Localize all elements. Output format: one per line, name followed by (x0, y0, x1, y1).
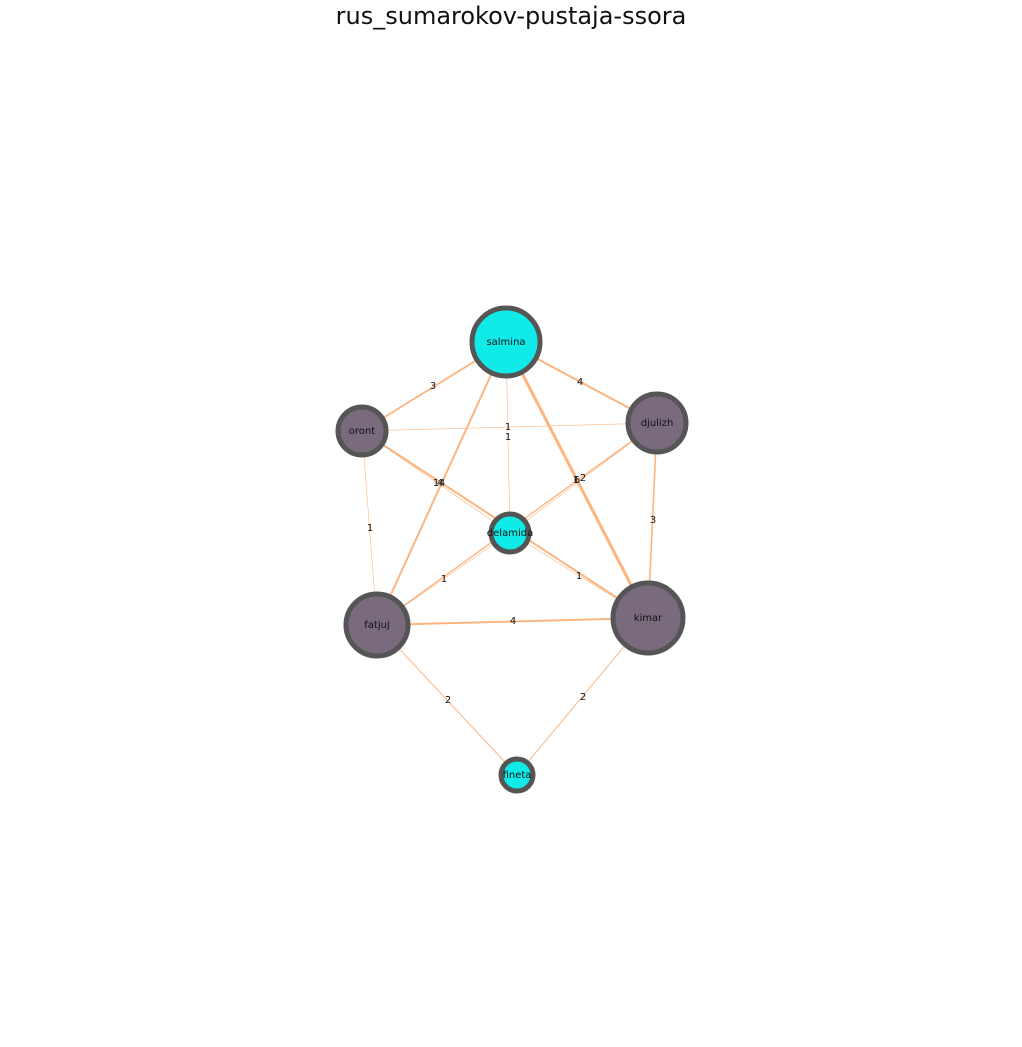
graph-title: rus_sumarokov-pustaja-ssora (335, 2, 687, 30)
edge-label-oront-djulizh: 1 (505, 432, 511, 443)
node-label-kimar: kimar (634, 613, 663, 624)
node-delamida[interactable]: delamida (487, 511, 533, 555)
node-label-djulizh: djulizh (641, 418, 674, 429)
node-kimar[interactable]: kimar (610, 580, 686, 656)
node-fineta[interactable]: fineta (498, 756, 536, 794)
node-circle-kimar[interactable] (610, 580, 686, 656)
node-salmina[interactable]: salmina (469, 305, 543, 379)
edges-layer (361, 340, 658, 776)
node-label-delamida: delamida (487, 528, 533, 539)
edge-fatjuj-fineta (376, 624, 518, 776)
edge-label-salmina-kimar: 6 (574, 475, 580, 486)
edge-label-salmina-fatjuj: 4 (439, 478, 445, 489)
edge-label-oront-fatjuj: 1 (367, 523, 373, 534)
edge-label-oront-kimar: 4 (437, 478, 443, 489)
edge-label-djulizh-kimar: 3 (650, 515, 656, 526)
node-circle-oront[interactable] (335, 404, 389, 458)
edge-label-djulizh-fatjuj: 2 (580, 473, 586, 484)
node-fatjuj[interactable]: fatjuj (343, 591, 411, 659)
edge-label-djulizh-delamida: 1 (573, 475, 579, 486)
node-label-salmina: salmina (486, 337, 525, 348)
edge-label-fatjuj-kimar: 4 (510, 616, 516, 627)
edge-label-salmina-djulizh: 4 (577, 377, 583, 388)
node-circle-djulizh[interactable] (625, 391, 689, 455)
edge-fatjuj-kimar (376, 617, 649, 626)
node-label-oront: oront (349, 426, 375, 437)
node-djulizh[interactable]: djulizh (625, 391, 689, 455)
edge-label-delamida-fatjuj: 1 (441, 574, 447, 585)
edge-label-kimar-fineta: 2 (580, 692, 586, 703)
node-circle-salmina[interactable] (469, 305, 543, 379)
node-circle-delamida[interactable] (488, 511, 532, 555)
edge-oront-djulizh (361, 422, 658, 432)
edge-label-salmina-delamida: 1 (505, 422, 511, 433)
node-oront[interactable]: oront (335, 404, 389, 458)
node-label-fineta: fineta (503, 770, 532, 781)
edge-label-salmina-oront: 3 (430, 381, 436, 392)
edge-label-delamida-kimar: 1 (576, 571, 582, 582)
node-circle-fatjuj[interactable] (343, 591, 411, 659)
node-label-fatjuj: fatjuj (364, 620, 389, 631)
edge-label-oront-delamida: 1 (433, 478, 439, 489)
nodes-layer: salmina oront djulizh delamida fatjuj kimar fi… (335, 305, 689, 794)
node-circle-fineta[interactable] (498, 756, 536, 794)
edge-label-fatjuj-fineta: 2 (445, 695, 451, 706)
